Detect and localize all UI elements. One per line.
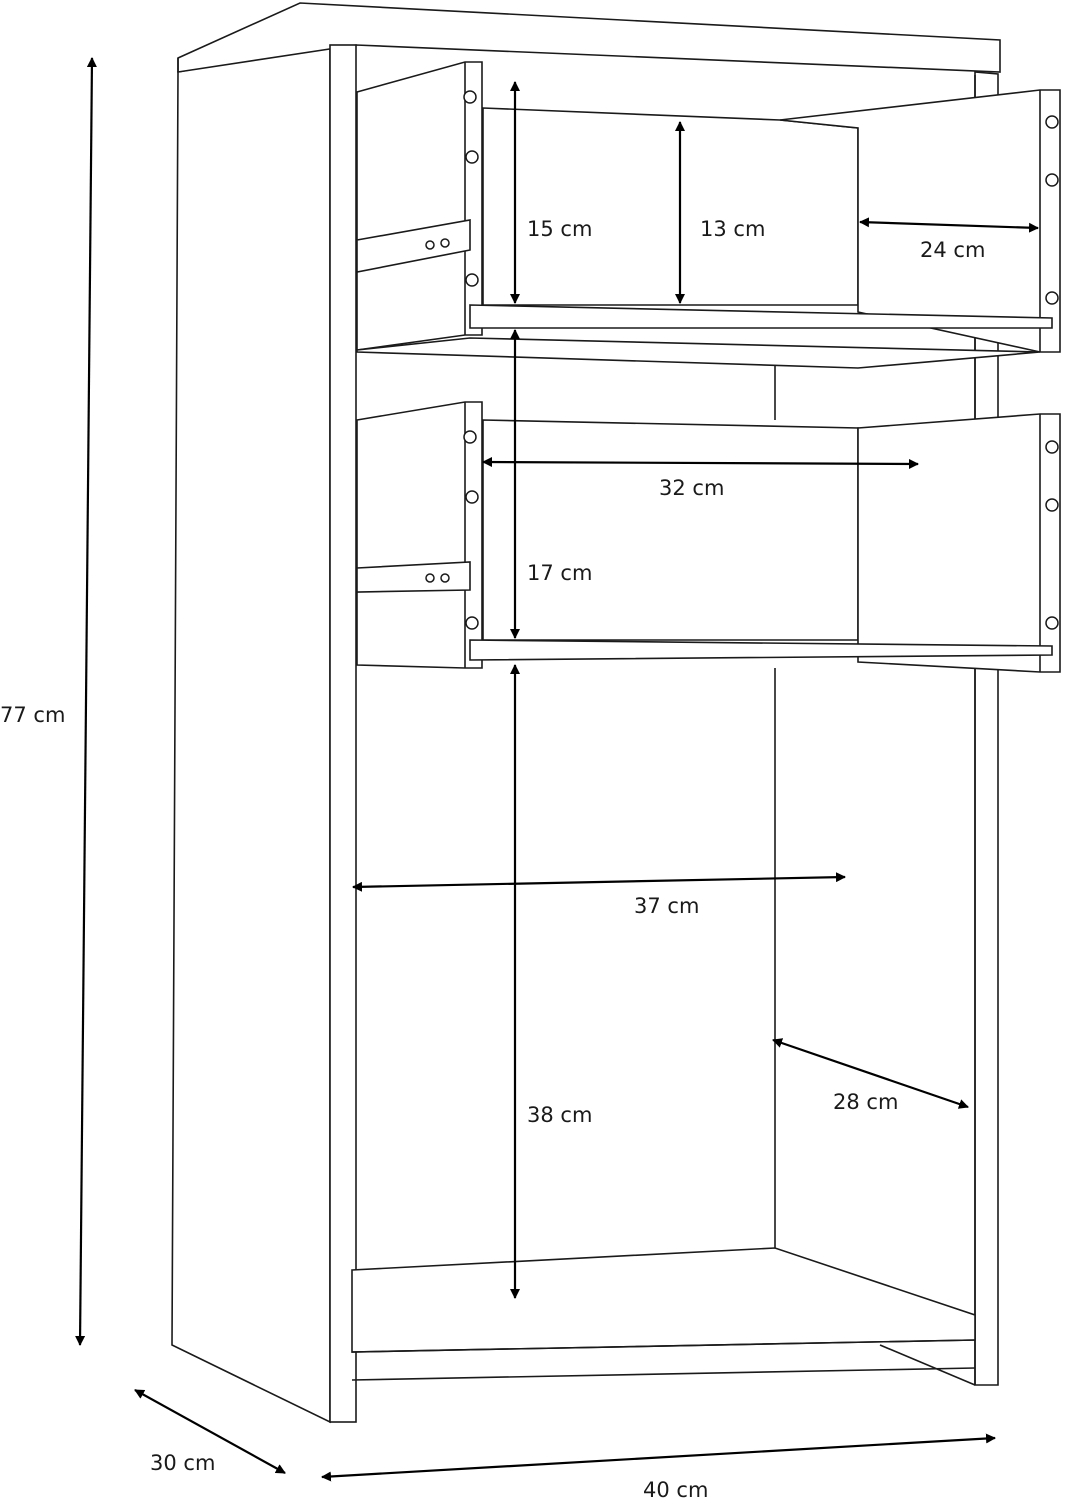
label-total-height: 77 cm (0, 703, 66, 727)
dim-28-arrow (772, 1038, 969, 1109)
label-drawer-width: 32 cm (659, 476, 725, 500)
plinth-side (879, 1344, 976, 1386)
dim-24-arrow (859, 217, 1039, 233)
label-compartment-depth: 28 cm (833, 1090, 899, 1114)
label-upper-drawer-height: 15 cm (527, 217, 593, 241)
label-lower-drawer-height: 17 cm (527, 561, 593, 585)
dim-32-arrow (482, 457, 919, 469)
label-upper-drawer-inner-height: 13 cm (700, 217, 766, 241)
label-drawer-depth: 24 cm (920, 238, 986, 262)
bottom-shelf-edge (351, 1339, 976, 1353)
drawer-slide (356, 561, 471, 593)
left-front-upright (329, 44, 357, 1423)
dim-37-arrow (352, 872, 846, 892)
label-compartment-width: 37 cm (634, 894, 700, 918)
lower-drawer (356, 401, 1061, 673)
bottom-shelf (351, 1247, 976, 1353)
drawer-slide (356, 219, 471, 273)
left-side-panel (171, 44, 331, 1424)
label-depth: 30 cm (150, 1451, 216, 1475)
dim-depth-arrow (134, 1389, 286, 1474)
dim-width-arrow (321, 1433, 996, 1482)
dim-height-arrow (75, 57, 97, 1346)
label-compartment-height: 38 cm (527, 1103, 593, 1127)
dimension-arrows (75, 57, 1039, 1482)
label-width: 40 cm (643, 1478, 709, 1502)
plinth-edge (351, 1367, 976, 1381)
upper-drawer (356, 61, 1061, 369)
